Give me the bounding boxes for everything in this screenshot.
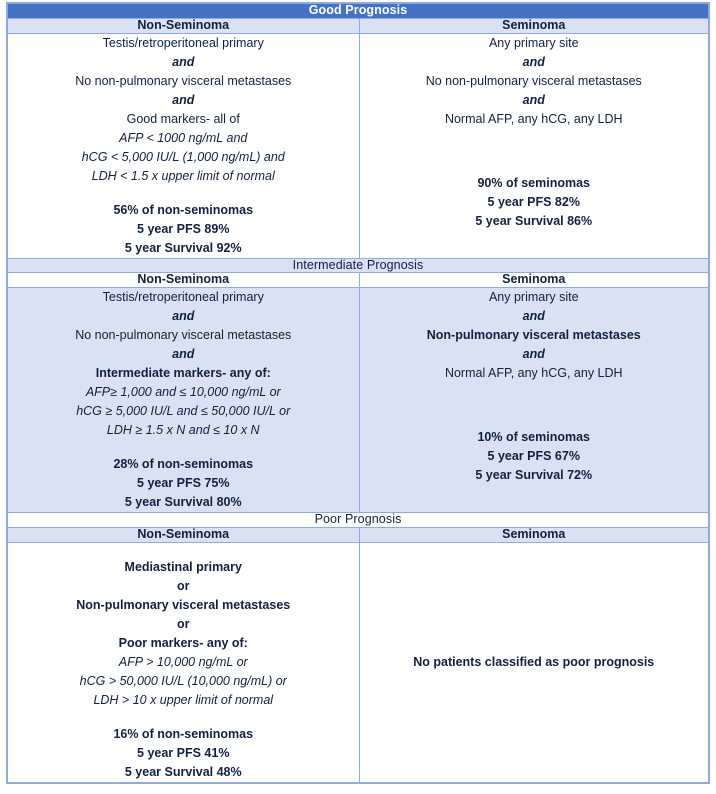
stat-survival: 5 year Survival 86% (475, 213, 593, 228)
cell-poor-seminoma: No patients classified as poor prognosis (358, 541, 710, 783)
section-body-row-good: Testis/retroperitoneal primary and No no… (6, 32, 710, 259)
marker-line: Normal AFP, any hCG, any LDH (444, 111, 623, 126)
column-header-non-seminoma-good: Non-Seminoma (6, 17, 360, 34)
section-header-row-intermediate: Non-Seminoma Seminoma (6, 272, 710, 288)
spacer (360, 159, 709, 174)
criterion-conjunction: and (172, 54, 195, 69)
criterion-conjunction: and (522, 309, 545, 323)
cell-poor-non-seminoma: Mediastinal primary or Non-pulmonary vis… (6, 541, 360, 783)
criterion-line: Non-pulmonary visceral metastases (426, 328, 641, 342)
criterion-conjunction: or (177, 616, 190, 631)
marker-line: AFP < 1000 ng/mL and (119, 130, 248, 145)
marker-line: AFP > 10,000 ng/mL or (118, 654, 248, 669)
stat-proportion: 90% of seminomas (477, 175, 591, 190)
cell-intermediate-non-seminoma: Testis/retroperitoneal primary and No no… (6, 287, 360, 513)
stat-proportion: 56% of non-seminomas (113, 202, 254, 217)
column-header-seminoma-good: Seminoma (358, 17, 710, 34)
stat-survival: 5 year Survival 48% (124, 764, 242, 779)
criterion-conjunction: and (522, 347, 545, 361)
spacer (8, 440, 359, 455)
spacer (360, 398, 709, 413)
column-header-non-seminoma-intermediate: Non-Seminoma (6, 272, 360, 288)
criterion-conjunction: and (172, 92, 195, 107)
criterion-line: Testis/retroperitoneal primary (102, 290, 264, 304)
criterion-line: Any primary site (488, 35, 579, 50)
cell-good-seminoma: Any primary site and No non-pulmonary vi… (358, 32, 710, 259)
cell-good-non-seminoma: Testis/retroperitoneal primary and No no… (6, 32, 360, 259)
stat-proportion: 10% of seminomas (477, 430, 591, 444)
criterion-conjunction: and (172, 347, 195, 361)
criterion-line: Testis/retroperitoneal primary (102, 35, 264, 50)
igcccg-prognosis-table: Good Prognosis Non-Seminoma Seminoma Tes… (6, 2, 710, 784)
section-title-intermediate: Intermediate Prognosis (6, 257, 710, 274)
criterion-line: No non-pulmonary visceral metastases (75, 73, 292, 88)
marker-line: LDH < 1.5 x upper limit of normal (91, 168, 275, 183)
criterion-line: Non-pulmonary visceral metastases (76, 597, 291, 612)
criterion-conjunction: and (522, 54, 545, 69)
stat-pfs: 5 year PFS 75% (137, 476, 230, 490)
stat-pfs: 5 year PFS 89% (137, 221, 230, 236)
marker-line: Normal AFP, any hCG, any LDH (444, 366, 623, 380)
stat-survival: 5 year Survival 72% (475, 468, 593, 482)
criterion-line: No non-pulmonary visceral metastases (425, 73, 642, 88)
marker-line: LDH ≥ 1.5 x N and ≤ 10 x N (106, 423, 260, 437)
cell-intermediate-seminoma: Any primary site and Non-pulmonary visce… (358, 287, 710, 513)
spacer (8, 543, 359, 558)
criterion-line: Any primary site (488, 290, 579, 304)
marker-heading: Good markers- all of (126, 111, 240, 126)
spacer (360, 129, 709, 144)
spacer (360, 413, 709, 428)
marker-line: hCG < 5,000 IU/L (1,000 ng/mL) and (81, 149, 285, 164)
no-patients-note: No patients classified as poor prognosis (413, 654, 655, 669)
spacer (8, 710, 359, 725)
column-header-seminoma-poor: Seminoma (358, 526, 710, 543)
stat-survival: 5 year Survival 80% (124, 495, 242, 509)
stats-group: 16% of non-seminomas 5 year PFS 41% 5 ye… (8, 725, 359, 782)
criterion-conjunction: and (522, 92, 545, 107)
criterion-conjunction: and (172, 309, 195, 323)
criterion-line: No non-pulmonary visceral metastases (75, 328, 292, 342)
section-title-poor: Poor Prognosis (6, 512, 710, 528)
column-header-seminoma-intermediate: Seminoma (358, 272, 710, 288)
marker-line: AFP≥ 1,000 and ≤ 10,000 ng/mL or (85, 385, 281, 399)
stat-pfs: 5 year PFS 82% (487, 194, 580, 209)
column-header-non-seminoma-poor: Non-Seminoma (6, 526, 360, 543)
marker-heading: Intermediate markers- any of: (95, 366, 271, 380)
section-band-row-intermediate: Intermediate Prognosis (6, 257, 710, 274)
section-band-row-poor: Poor Prognosis (6, 512, 710, 528)
criterion-conjunction: or (177, 578, 190, 593)
marker-line: LDH > 10 x upper limit of normal (93, 692, 274, 707)
section-band-row-good: Good Prognosis (6, 2, 710, 19)
marker-line: hCG > 50,000 IU/L (10,000 ng/mL) or (79, 673, 287, 688)
stat-pfs: 5 year PFS 41% (137, 745, 230, 760)
section-title-good: Good Prognosis (6, 2, 710, 19)
stat-proportion: 28% of non-seminomas (113, 457, 254, 471)
stat-survival: 5 year Survival 92% (124, 240, 242, 255)
stat-pfs: 5 year PFS 67% (487, 449, 580, 463)
criterion-line: Mediastinal primary (124, 559, 242, 574)
spacer (8, 186, 359, 201)
spacer (360, 383, 709, 398)
marker-heading: Poor markers- any of: (118, 635, 248, 650)
spacer (360, 144, 709, 159)
stats-group: 90% of seminomas 5 year PFS 82% 5 year S… (360, 174, 709, 231)
stats-group: 56% of non-seminomas 5 year PFS 89% 5 ye… (8, 201, 359, 258)
section-header-row-poor: Non-Seminoma Seminoma (6, 526, 710, 543)
stat-proportion: 16% of non-seminomas (113, 726, 254, 741)
stats-group: 10% of seminomas 5 year PFS 67% 5 year S… (360, 428, 709, 485)
section-body-row-intermediate: Testis/retroperitoneal primary and No no… (6, 287, 710, 513)
stats-group: 28% of non-seminomas 5 year PFS 75% 5 ye… (8, 455, 359, 512)
marker-line: hCG ≥ 5,000 IU/L and ≤ 50,000 IU/L or (76, 404, 291, 418)
section-header-row-good: Non-Seminoma Seminoma (6, 17, 710, 34)
section-body-row-poor: Mediastinal primary or Non-pulmonary vis… (6, 541, 710, 783)
